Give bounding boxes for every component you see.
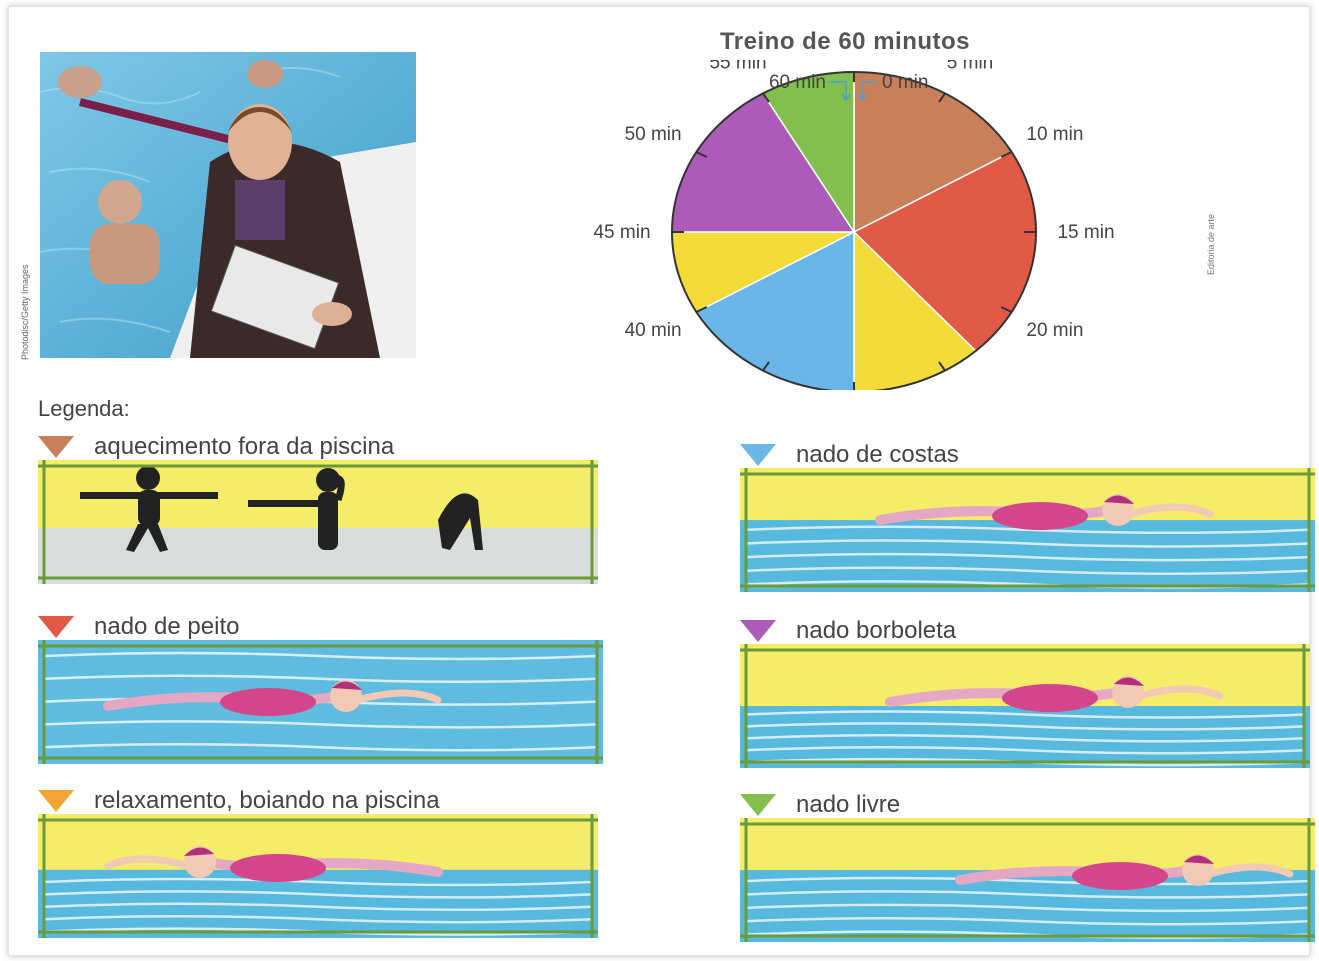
triangle-marker-icon (740, 444, 776, 466)
triangle-marker-icon (38, 436, 74, 458)
pie-tick-35 (762, 361, 770, 372)
pie-tick-25 (938, 361, 946, 372)
pie-tick-label: 55 min (709, 60, 766, 73)
float-illustration (38, 814, 598, 938)
triangle-marker-icon (740, 620, 776, 642)
pie-tick-55 (762, 92, 770, 103)
freestyle-illustration (740, 818, 1315, 942)
pie-tick-40 (695, 306, 708, 313)
pie-tick-label: 45 min (593, 222, 650, 243)
legend-label: nado livre (796, 791, 901, 818)
pie-tick-label: 50 min (625, 124, 682, 145)
coach-photo (40, 52, 416, 358)
butterfly-illustration (740, 644, 1310, 768)
photo-credit: Photodisc/Getty Images (20, 264, 30, 360)
triangle-marker-icon (38, 616, 74, 638)
pie-tick-label: 20 min (1026, 320, 1083, 341)
legend-label: aquecimento fora da piscina (94, 433, 395, 460)
pie-tick-label: 10 min (1026, 124, 1083, 145)
pie-tick-label: 5 min (947, 60, 993, 73)
pie-tick-5 (938, 92, 946, 103)
art-credit: Editoria de arte (1206, 213, 1216, 275)
pie-tick-50 (695, 151, 708, 158)
pie-tick-label: 15 min (1057, 222, 1114, 243)
pie-tick-label: 60 min (769, 72, 826, 93)
legend-title: Legenda: (38, 396, 130, 421)
pie-tick-label: 0 min (882, 72, 928, 93)
pie-tick-10 (1000, 151, 1013, 158)
triangle-marker-icon (740, 794, 776, 816)
legend-label: nado de costas (796, 441, 959, 468)
warmup-illustration (38, 460, 598, 584)
legend-label: nado de peito (94, 613, 240, 640)
backstroke-illustration (740, 468, 1315, 592)
legend-label: relaxamento, boiando na piscina (94, 787, 440, 814)
chart-title: Treino de 60 minutos (719, 28, 971, 55)
breaststroke-illustration (38, 640, 603, 764)
pie-tick-label: 40 min (625, 320, 682, 341)
pie-tick-20 (1000, 306, 1013, 313)
legend-label: nado borboleta (796, 617, 957, 644)
start-end-arrow-icon (830, 81, 878, 102)
triangle-marker-icon (38, 790, 74, 812)
